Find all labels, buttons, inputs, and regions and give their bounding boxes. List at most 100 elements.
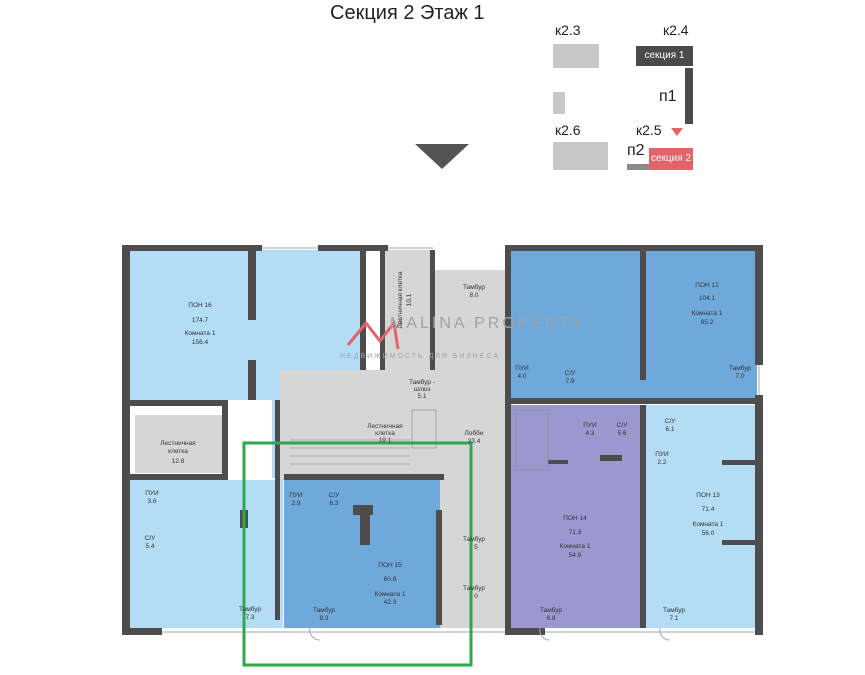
- wall-int-12: [510, 398, 757, 404]
- label-su14-area: 5.6: [617, 430, 626, 437]
- label-tambur-c2-area: 0: [474, 593, 478, 600]
- pon12-fill[interactable]: [510, 250, 757, 400]
- wall-int-3: [430, 250, 435, 370]
- key-block-p1: [685, 68, 693, 124]
- label-su12-area: 7.9: [565, 378, 574, 385]
- label-tambur13-area: 7.1: [669, 615, 678, 622]
- label-pon14-room-area: 54.6: [569, 552, 582, 559]
- label-su13-area: 6.1: [665, 426, 674, 433]
- label-stair-left-area: 12.8: [172, 458, 185, 465]
- label-su13: С/У: [665, 418, 677, 425]
- wall-north-right: [505, 245, 763, 251]
- label-tambur-c1-area: 5: [474, 544, 478, 551]
- wall-north-mid: [318, 245, 388, 251]
- elevator-1: [411, 409, 437, 449]
- wall-int-10: [275, 400, 280, 620]
- label-pui12: ПУИ: [515, 365, 529, 372]
- logo-mark-icon: [346, 319, 400, 350]
- wall-west: [122, 245, 130, 635]
- label-tambur14-area: 6.8: [546, 615, 555, 622]
- label-pon16-room-area: 156.4: [192, 339, 209, 346]
- key-section1-badge[interactable]: секция 1: [636, 46, 693, 66]
- wall-int-1: [360, 250, 366, 370]
- label-pui14-area: 4.3: [585, 430, 594, 437]
- wall-int-6: [640, 405, 646, 628]
- key-block-k23: [553, 44, 599, 68]
- left-lower-fill[interactable]: [128, 480, 283, 628]
- label-pon15-room-area: 42.3: [384, 599, 397, 606]
- label-stair-center: Лестничная: [367, 423, 403, 430]
- partition-1: [548, 460, 568, 464]
- plan-title: Секция 2 Этаж 1: [330, 2, 485, 24]
- label-stair-center-area: 19.1: [379, 437, 392, 444]
- label-tambur-shluz-area: 5.1: [417, 393, 426, 400]
- key-label-k23: к2.3: [555, 22, 581, 38]
- label-su-left: С/У: [145, 535, 157, 542]
- label-pon14-room: Комната 1: [560, 543, 591, 550]
- label-pon12-room-area: 85.2: [701, 319, 714, 326]
- wall-south-1: [122, 628, 162, 635]
- wall-east-top: [755, 245, 763, 365]
- wall-int-4: [505, 250, 511, 630]
- watermark-brand: MALINA PROPERTY: [390, 315, 586, 332]
- label-tambur-top: Тамбур: [463, 283, 485, 291]
- wall-south-2: [505, 628, 545, 635]
- wall-int-9: [222, 400, 228, 480]
- openings: [162, 247, 760, 641]
- label-tambur-left-area: 7.3: [245, 614, 254, 621]
- section-key-map: к2.3 к2.4 секция 1 п1 к2.6 к2.5 п2 секци…: [553, 18, 698, 173]
- label-tambur-c2: Тамбур: [463, 584, 485, 592]
- label-pui14: ПУИ: [583, 422, 597, 429]
- partition-5: [722, 460, 757, 465]
- label-tambur15: Тамбур: [313, 606, 335, 614]
- label-su14: С/У: [617, 422, 629, 429]
- key-section2-badge[interactable]: секция 2: [649, 148, 693, 170]
- door-pon15[interactable]: [309, 627, 321, 641]
- label-pui12-area: 4.0: [517, 373, 526, 380]
- pon14-fill[interactable]: [510, 405, 643, 628]
- label-tambur12: Тамбур: [729, 364, 751, 372]
- door-pon13[interactable]: [659, 627, 671, 641]
- label-stair-left: Лестничная: [160, 440, 196, 447]
- label-pon15-title: ПОН 15: [378, 562, 402, 569]
- stair-vert-fill: [383, 250, 433, 370]
- partition-6: [722, 540, 757, 545]
- key-block-p2: [627, 164, 649, 170]
- key-block-k26: [553, 142, 608, 170]
- label-tambur12-area: 7.0: [735, 373, 744, 380]
- label-tambur14: Тамбур: [540, 606, 562, 614]
- tambur-top-fill: [433, 270, 505, 370]
- label-stair-left-2: клетка: [168, 448, 188, 455]
- label-tambur-c1: Тамбур: [463, 535, 485, 543]
- column-2: [248, 360, 256, 400]
- door-pon14[interactable]: [539, 627, 551, 641]
- label-pon15-area: 60.8: [384, 576, 397, 583]
- label-pon15-room: Комната 1: [375, 591, 406, 598]
- label-pon14-title: ПОН 14: [563, 515, 587, 522]
- label-stair-center-2: клетка: [375, 430, 395, 437]
- stair-left-fill: [135, 415, 225, 473]
- column-3: [436, 510, 442, 625]
- label-pon13-title: ПОН 13: [696, 492, 720, 499]
- stair-treads: [290, 439, 410, 465]
- room-fills: [128, 250, 757, 628]
- walls: [122, 245, 763, 635]
- label-pon12-title: ПОН 12: [695, 282, 719, 289]
- label-pui-left: ПУИ: [145, 490, 159, 497]
- label-pon14-area: 71.3: [569, 529, 582, 536]
- label-su-left-area: 5.4: [145, 543, 154, 550]
- label-pon13-room: Комната 1: [693, 521, 724, 528]
- label-pui13-area: 2.2: [657, 459, 666, 466]
- selected-unit-highlight: [242, 441, 473, 667]
- label-pui-left-area: 3.6: [147, 498, 156, 505]
- pon15-fill[interactable]: [284, 480, 440, 628]
- label-lobby: Лобби: [465, 429, 484, 437]
- pon13-fill[interactable]: [645, 405, 757, 628]
- key-label-p1: п1: [659, 88, 677, 105]
- label-stair-vert: Лестничная клетка: [397, 271, 404, 328]
- label-pon12-room: Комната 1: [692, 310, 723, 317]
- entrance-arrow-icon: [415, 144, 469, 169]
- label-pon12-area: 104.1: [699, 295, 716, 302]
- label-tambur-top-area: 8.0: [469, 292, 478, 299]
